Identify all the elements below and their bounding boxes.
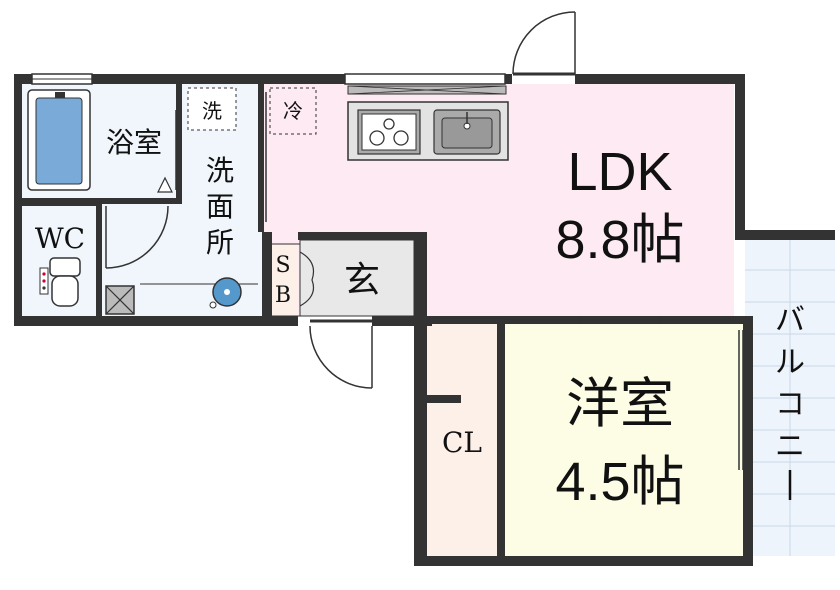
shoebox-char-b: B xyxy=(275,283,291,308)
western-floor xyxy=(505,324,743,556)
western-name: 洋室 xyxy=(566,374,674,434)
door-ldk-top xyxy=(512,11,576,76)
bath-name: 浴室 xyxy=(106,126,162,159)
washer-space xyxy=(187,87,237,131)
bath-step-icon xyxy=(157,176,173,193)
washer-mark: 洗 xyxy=(202,99,222,123)
entrance-floor xyxy=(300,240,414,316)
window-ldk-top xyxy=(344,73,506,85)
fridge-space xyxy=(269,87,317,135)
washroom-char-1: 洗 xyxy=(206,154,234,187)
balcony-char-4: ニ xyxy=(775,429,805,464)
balcony-char-1: バ xyxy=(775,303,805,338)
wash-basin-icon xyxy=(209,277,242,309)
storage-x-icon xyxy=(105,285,135,315)
sliding-door-washroom xyxy=(261,92,267,222)
fridge-mark: 冷 xyxy=(283,99,303,123)
ldk-size: 8.8帖 xyxy=(555,210,684,270)
closet-name: CL xyxy=(442,426,482,459)
balcony-char-2: ル xyxy=(775,345,805,380)
closet-floor xyxy=(427,324,497,556)
kitchen-sink-icon xyxy=(433,109,501,155)
door-toilet xyxy=(105,205,169,269)
sliding-door-closet xyxy=(497,330,503,550)
washroom-char-3: 所 xyxy=(206,226,234,259)
walls xyxy=(14,74,835,566)
toilet-icon xyxy=(39,257,81,307)
bathtub-icon xyxy=(27,89,91,191)
stove-icon xyxy=(357,109,421,155)
toilet-name: WC xyxy=(35,222,85,255)
window-bath xyxy=(31,73,93,85)
shoebox xyxy=(267,243,301,317)
ldk-name: LDK xyxy=(567,142,672,202)
shoebox-floor xyxy=(268,244,298,316)
washroom-char-2: 面 xyxy=(206,190,234,223)
shoebox-char-s: S xyxy=(275,253,290,278)
balcony-char-3: コ xyxy=(775,387,805,422)
door-entrance xyxy=(309,319,373,389)
balcony-window xyxy=(738,330,744,470)
entrance-name: 玄 xyxy=(344,260,380,301)
western-size: 4.5帖 xyxy=(555,452,684,512)
sliding-door-western xyxy=(505,316,740,324)
